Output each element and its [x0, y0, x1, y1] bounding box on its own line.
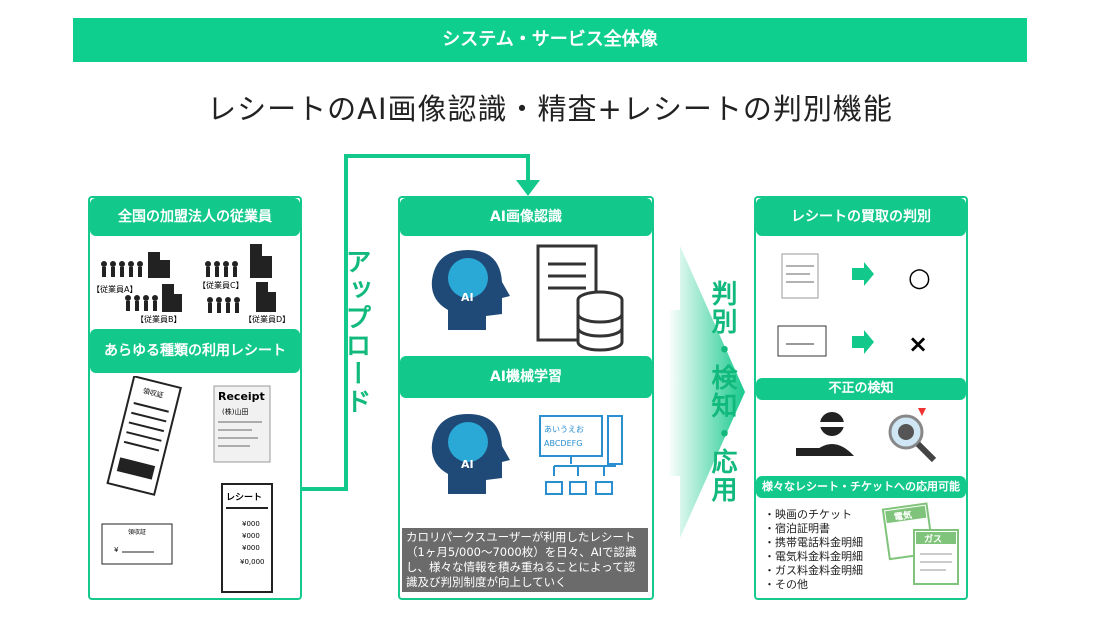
list-item: ・電気料金料金明細	[764, 550, 863, 563]
learning-note: カロリパークスユーザーが利用したレシート（1ヶ月5/000〜7000枚）を日々、…	[402, 528, 648, 592]
receipt-ok-icon	[781, 253, 819, 299]
svg-text:¥0,000: ¥0,000	[240, 558, 265, 566]
right-header-purchase: レシートの買取の判別	[756, 198, 966, 236]
ng-mark: ×	[908, 330, 928, 358]
svg-text:¥000: ¥000	[242, 520, 260, 528]
middle-header-learning: AI機械学習	[400, 356, 652, 398]
list-item: ・携帯電話料金明細	[764, 536, 863, 549]
svg-text:レシート: レシート	[226, 492, 262, 503]
svg-text:¥000: ¥000	[242, 544, 260, 552]
svg-text:¥: ¥	[114, 546, 119, 554]
banner: システム・サービス全体像	[73, 18, 1027, 62]
ai-head-icon: AI	[431, 250, 510, 330]
upload-label: アップロード	[341, 248, 371, 416]
receipt-small-icon: 領収証 ¥	[101, 523, 173, 565]
arrow-ok-icon	[852, 262, 874, 286]
staff-label-c: 【従業員C】	[198, 280, 244, 290]
application-list: ・映画のチケット ・宿泊証明書 ・携帯電話料金明細 ・電気料金料金明細 ・ガス料…	[764, 508, 884, 592]
ai-head-icon-2: AI	[431, 414, 510, 494]
process-arrow	[668, 246, 745, 538]
svg-text:(株)山田: (株)山田	[222, 407, 248, 416]
curled-receipt-icon: 領収証	[106, 376, 182, 496]
svg-text:AI: AI	[461, 458, 474, 471]
list-item: ・ガス料金料金明細	[764, 564, 863, 577]
staff-label-a: 【従業員A】	[92, 284, 137, 294]
receipt-illustrations: 領収証 Receipt (株)山田 レシート ¥000 ¥000 ¥000 ¥0…	[101, 376, 273, 593]
list-item: ・その他	[764, 578, 808, 591]
list-item: ・映画のチケット	[764, 508, 852, 521]
receipt-ng-icon	[777, 325, 827, 357]
computer-training-icon: あいうえお ABCDEFG	[539, 415, 623, 495]
arrow-label: 判別・検知・応用	[707, 280, 737, 504]
receipt-jp-icon: レシート ¥000 ¥000 ¥000 ¥0,000	[221, 483, 273, 593]
right-header-fraud: 不正の検知	[756, 378, 966, 400]
learning-illustration: AI あいうえお ABCDEFG	[431, 414, 623, 495]
server-database-icon	[536, 244, 624, 352]
judgement-illustration: ○ ×	[777, 253, 931, 358]
svg-text:ABCDEFG: ABCDEFG	[544, 439, 582, 448]
svg-text:電気: 電気	[893, 509, 913, 523]
svg-text:ガス: ガス	[924, 533, 942, 545]
svg-text:あいうえお: あいうえお	[544, 425, 584, 434]
staff-label-d: 【従業員D】	[244, 314, 290, 324]
utility-bills-illustration: 電気 ガス	[881, 502, 959, 585]
left-header-receipts: あらゆる種類の利用レシート	[90, 329, 300, 373]
magnifier-virus-icon	[888, 408, 937, 463]
svg-text:領収証: 領収証	[128, 528, 146, 536]
right-header-applications: 様々なレシート・チケットへの応用可能	[756, 476, 966, 498]
arrow-ng-icon	[852, 330, 874, 354]
page-title: レシートのAI画像認識・精査+レシートの判別機能	[207, 92, 893, 126]
recognition-illustration: AI	[431, 244, 624, 352]
gas-bill-icon: ガス	[913, 529, 959, 585]
receipt-paper-icon: Receipt (株)山田	[213, 385, 271, 463]
list-item: ・宿泊証明書	[764, 522, 830, 535]
hacker-icon	[796, 412, 854, 456]
staff-label-b: 【従業員B】	[136, 314, 182, 324]
fraud-illustration	[796, 408, 937, 463]
ok-mark: ○	[908, 263, 931, 293]
left-header-employees: 全国の加盟法人の従業員	[90, 198, 300, 236]
employees-illustration: 【従業員A】 【従業員B】 【従業員C】 【従業員D】	[92, 244, 290, 324]
svg-text:Receipt: Receipt	[218, 390, 265, 403]
svg-text:¥000: ¥000	[242, 532, 260, 540]
svg-text:AI: AI	[461, 291, 474, 304]
middle-header-recognition: AI画像認識	[400, 198, 652, 236]
